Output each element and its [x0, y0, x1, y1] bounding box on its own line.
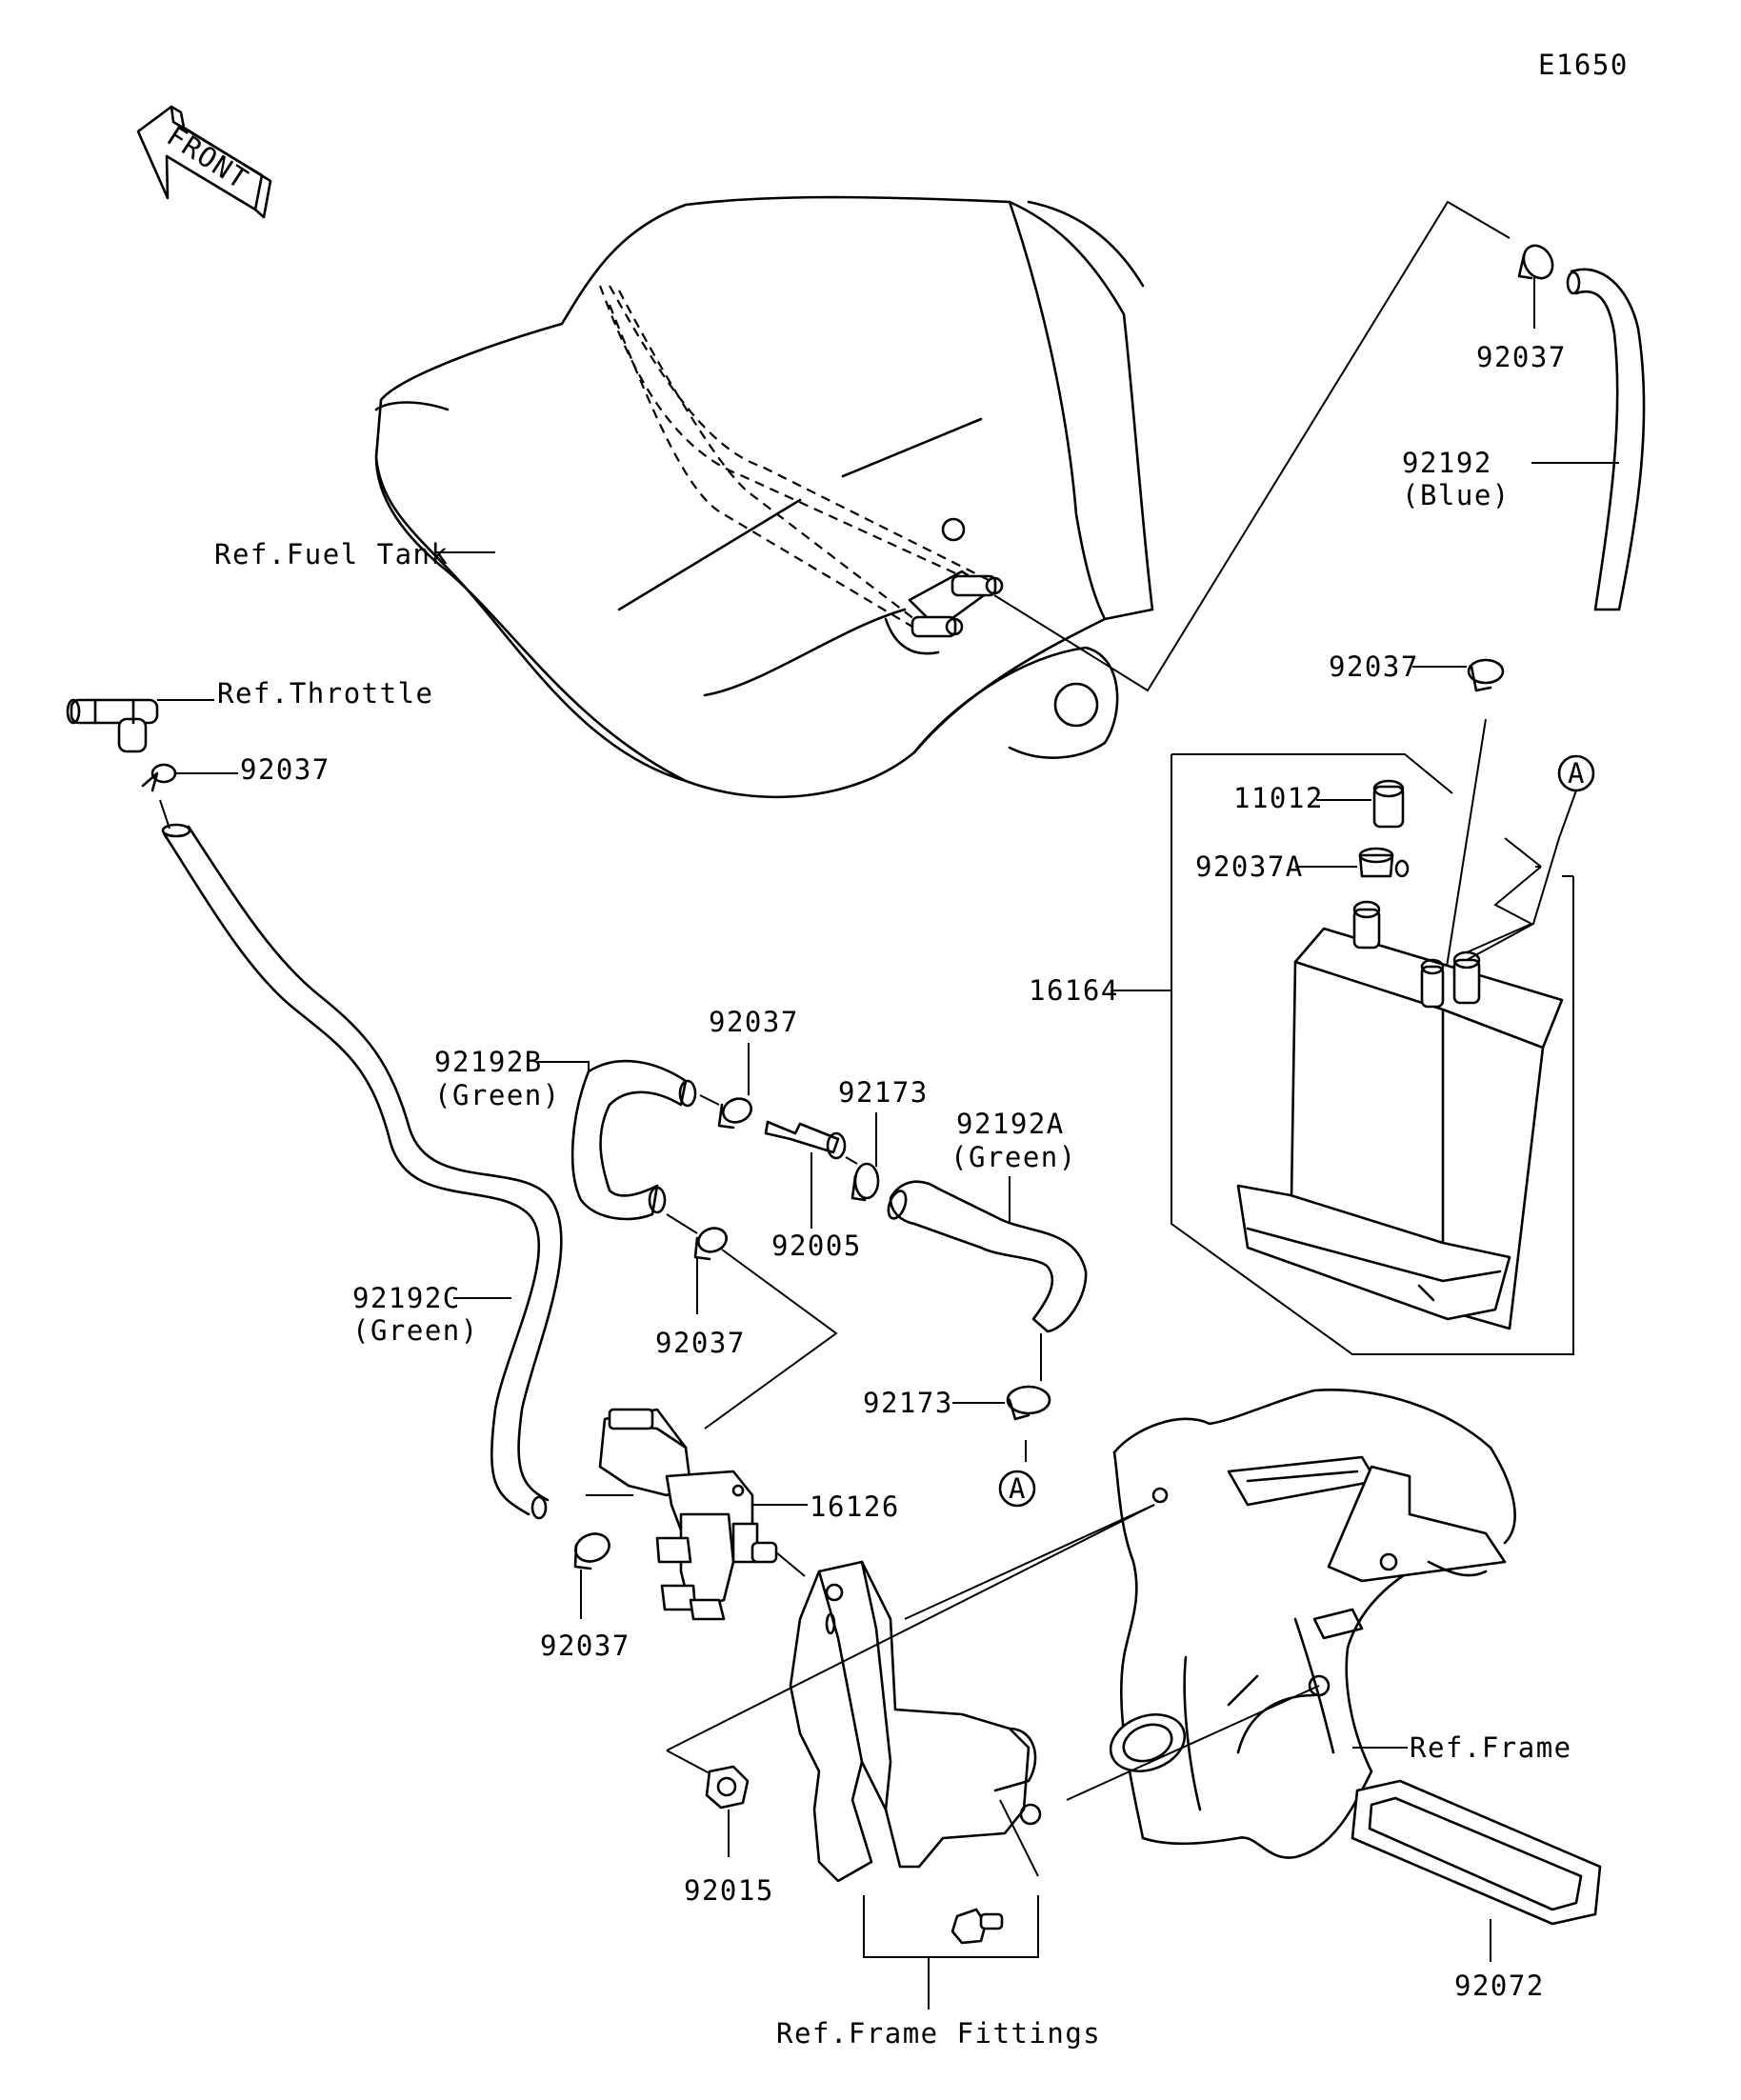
clip-92037-throttle	[141, 763, 177, 792]
ref-throttle-label: Ref.Throttle	[217, 677, 434, 710]
fuel-tank	[374, 195, 1154, 799]
hose-92192B	[570, 1059, 697, 1221]
grommet-92072	[1351, 1779, 1602, 1926]
label-92037-mid: 92037	[1329, 650, 1419, 683]
label-92037-b-bottom: 92037	[655, 1327, 746, 1359]
label-92015: 92015	[684, 1874, 774, 1907]
svg-text:A: A	[1568, 757, 1586, 790]
pipe-92005	[764, 1120, 847, 1160]
tank-vent-nipples	[884, 570, 1004, 655]
throttle-fitting	[66, 698, 159, 753]
label-92192B: 92192B	[434, 1046, 543, 1078]
clip-92173-bottom	[1006, 1385, 1051, 1421]
label-92192C-color: (Green)	[352, 1314, 479, 1347]
label-92173-top: 92173	[838, 1076, 929, 1109]
connector-a-lower: A	[998, 1470, 1036, 1508]
clip-92037-b-top	[717, 1097, 752, 1130]
label-11012: 11012	[1233, 782, 1324, 814]
frame	[1109, 1389, 1516, 1859]
clip-92037-top	[1517, 244, 1554, 280]
label-92173-bottom: 92173	[863, 1387, 953, 1419]
label-92072: 92072	[1454, 1970, 1545, 2002]
bracket	[789, 1560, 1042, 1883]
label-92037A: 92037A	[1195, 850, 1304, 883]
hose-92192C	[161, 823, 563, 1520]
label-92192A: 92192A	[956, 1108, 1065, 1140]
diagram-code: E1650	[1538, 49, 1629, 81]
hose-92192A	[887, 1180, 1088, 1333]
svg-text:A: A	[1009, 1472, 1027, 1505]
label-92192A-color: (Green)	[951, 1141, 1077, 1173]
solenoid-valve-16126	[598, 1408, 778, 1621]
hose-92192-blue	[1566, 268, 1646, 611]
cap-11012	[1372, 779, 1405, 829]
clip-92037-mid	[1467, 658, 1505, 692]
frame-bolt	[951, 1908, 1004, 1945]
canister-box	[1171, 753, 1574, 1355]
clip-92037A	[1358, 847, 1410, 878]
label-92192-blue: 92192	[1402, 447, 1492, 479]
label-92037-top: 92037	[1476, 341, 1567, 373]
nut-92015	[705, 1765, 750, 1810]
clip-92173-top	[850, 1162, 880, 1202]
ref-frame-label: Ref.Frame	[1410, 1731, 1572, 1764]
label-92192B-color: (Green)	[434, 1079, 561, 1111]
front-arrow-icon: FRONT	[136, 105, 272, 219]
charcoal-canister	[1236, 900, 1564, 1330]
ref-fuel-tank-label: Ref.Fuel Tank	[214, 538, 449, 570]
ref-frame-fittings-label: Ref.Frame Fittings	[776, 2017, 1101, 2050]
clip-92037-b-bottom	[693, 1227, 728, 1261]
label-16164: 16164	[1029, 974, 1119, 1007]
label-92192C: 92192C	[352, 1282, 461, 1314]
label-92037-b-top: 92037	[709, 1006, 799, 1038]
label-92037-throttle: 92037	[240, 753, 330, 786]
clip-92037-bottom	[573, 1532, 610, 1570]
label-92037-bottom: 92037	[540, 1630, 630, 1662]
label-92005: 92005	[771, 1230, 862, 1262]
connector-a-upper: A	[1557, 754, 1595, 792]
label-92192-blue-color: (Blue)	[1402, 479, 1511, 511]
label-16126: 16126	[810, 1490, 900, 1523]
